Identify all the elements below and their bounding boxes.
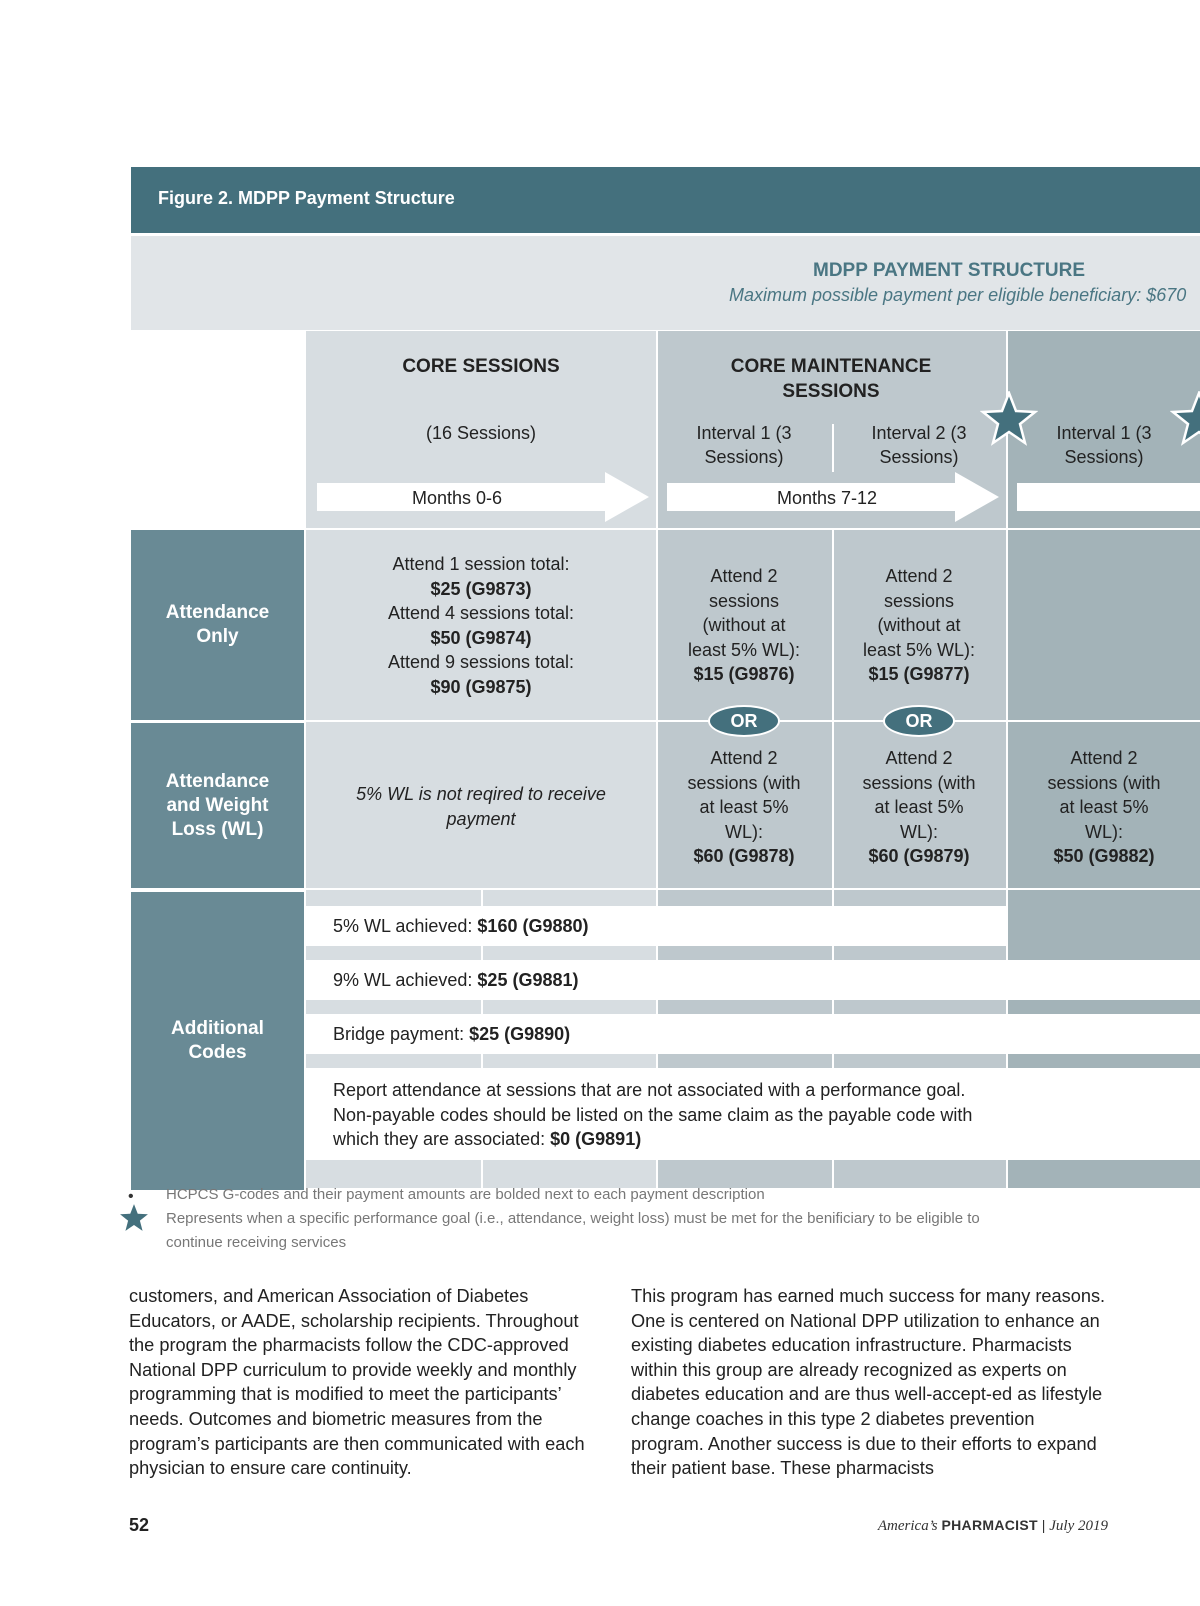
magazine-footer: America’s PHARMACIST | July 2019 (878, 1517, 1108, 1535)
core-wl-note: 5% WL is not reqired to receive payment (356, 784, 606, 829)
wl9-label: 9% WL achieved: (333, 969, 473, 990)
bridge-bar: Bridge payment: $25 (G9890) (306, 1014, 1200, 1054)
maintenance-1-wl: Attend 2 sessions (with at least 5% WL): (687, 748, 801, 842)
core-attend-1: Attend 1 session total: (392, 554, 570, 574)
wl9-amount: $25 (G9881) (477, 969, 579, 990)
maintenance-1-attend: Attend 2 sessions (without at least 5% W… (687, 566, 801, 660)
magazine-name-italic: America’s (877, 1518, 938, 1534)
core-attendance-cell: Attend 1 session total: $25 (G9873) Atte… (306, 552, 656, 699)
wl5-amount: $160 (G9880) (477, 915, 589, 936)
row-label-text: Additional Codes (171, 1018, 264, 1063)
months-0-6-label: Months 0-6 (411, 488, 503, 508)
core-attend-4: Attend 4 sessions total: (387, 603, 575, 623)
ongoing-wl-amount: $50 (G9882) (1053, 846, 1155, 866)
body-left-column: customers, and American Association of D… (129, 1286, 585, 1479)
star-icon (980, 391, 1038, 446)
or-badge: OR (708, 705, 780, 737)
maintenance-2-attend: Attend 2 sessions (without at least 5% W… (862, 566, 976, 660)
star-icon (1170, 391, 1200, 446)
core-attend-9-amount: $90 (G9875) (430, 676, 532, 697)
months-7-12-arrow (667, 472, 999, 522)
legend-star-text: Represents when a specific performance g… (166, 1210, 980, 1251)
interval-divider (832, 530, 834, 1190)
maintenance-2-wl-cell: Attend 2 sessions (with at least 5% WL):… (859, 746, 979, 869)
body-right-column: This program has earned much success for… (631, 1286, 1106, 1479)
core-sessions-count: (16 Sessions) (425, 423, 537, 443)
row-label-text: Attendance and Weight Loss (WL) (165, 770, 270, 840)
report-text: Report attendance at sessions that are n… (333, 1080, 973, 1149)
maintenance-1-attendance-cell: Attend 2 sessions (without at least 5% W… (684, 564, 804, 687)
payment-structure-figure: Figure 2. MDPP Payment Structure MDPP PA… (131, 167, 1200, 1190)
row-divider (306, 888, 1200, 890)
ongoing-wl-cell: Attend 2 sessions (with at least 5% WL):… (1041, 746, 1167, 869)
or-badge: OR (883, 705, 955, 737)
interval-divider (832, 424, 834, 472)
wl5-label: 5% WL achieved: (333, 915, 473, 936)
report-amount: $0 (G9891) (550, 1129, 642, 1149)
maintenance-2-wl-amount: $60 (G9879) (868, 846, 970, 866)
row-label-text: Attendance Only (165, 602, 270, 647)
bridge-amount: $25 (G9890) (469, 1023, 571, 1044)
maintenance-1-wl-amount: $60 (G9878) (693, 846, 795, 866)
row-divider (306, 528, 1200, 530)
core-sessions-heading: CORE SESSIONS (402, 356, 560, 377)
maintenance-interval-2: Interval 2 (3 Sessions) (871, 423, 967, 467)
footer-separator: | (1041, 1517, 1046, 1533)
ongoing-interval-1: Interval 1 (3 Sessions) (1056, 423, 1152, 467)
wl9-bar: 9% WL achieved: $25 (G9881) (306, 960, 1200, 1000)
maintenance-2-wl: Attend 2 sessions (with at least 5% WL): (862, 748, 976, 842)
bridge-label: Bridge payment: (333, 1023, 465, 1044)
maintenance-1-wl-cell: Attend 2 sessions (with at least 5% WL):… (684, 746, 804, 869)
ongoing-arrow (1017, 483, 1200, 511)
figure-banner (131, 167, 1200, 233)
core-maintenance-heading: CORE MAINTENANCE SESSIONS (730, 356, 932, 402)
legend-bullet-text: HCPCS G-codes and their payment amounts … (166, 1186, 765, 1203)
core-attend-4-amount: $50 (G9874) (430, 627, 532, 648)
report-text-block: Report attendance at sessions that are n… (333, 1078, 1003, 1152)
report-bar: Report attendance at sessions that are n… (306, 1068, 1200, 1160)
core-attend-9: Attend 9 sessions total: (387, 652, 575, 672)
magazine-name-bold: PHARMACIST (941, 1517, 1038, 1533)
ongoing-wl: Attend 2 sessions (with at least 5% WL): (1047, 748, 1161, 842)
row-label-additional-codes: Additional Codes (131, 892, 304, 1190)
structure-title: MDPP PAYMENT STRUCTURE (813, 260, 1086, 281)
bullet-icon: • (128, 1188, 134, 1205)
row-label-attendance-only: Attendance Only (131, 530, 304, 720)
wl5-bar: 5% WL achieved: $160 (G9880) (306, 906, 1006, 946)
months-7-12-label: Months 7-12 (776, 488, 878, 508)
core-attend-1-amount: $25 (G9873) (430, 578, 532, 599)
months-0-6-arrow (317, 472, 649, 522)
maintenance-1-attend-amount: $15 (G9876) (693, 664, 795, 684)
maintenance-2-attendance-cell: Attend 2 sessions (without at least 5% W… (859, 564, 979, 687)
page-number: 52 (129, 1515, 150, 1535)
issue-date: July 2019 (1049, 1518, 1108, 1534)
maintenance-2-attend-amount: $15 (G9877) (868, 664, 970, 684)
row-label-attendance-wl: Attendance and Weight Loss (WL) (131, 723, 304, 888)
structure-subtitle: Maximum possible payment per eligible be… (729, 285, 1187, 305)
structure-header-band (131, 236, 1200, 330)
maintenance-interval-1: Interval 1 (3 Sessions) (696, 423, 792, 467)
star-icon (120, 1204, 148, 1231)
figure-caption: Figure 2. MDPP Payment Structure (158, 188, 455, 208)
